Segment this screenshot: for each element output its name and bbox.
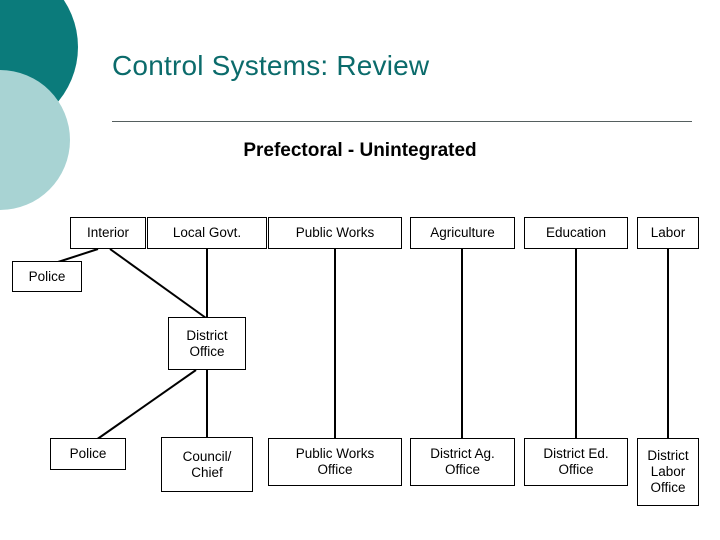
node-local-govt-label: Local Govt.	[172, 225, 242, 241]
node-district-labor-office-line3: Office	[650, 479, 686, 495]
node-local-govt[interactable]: Local Govt.	[147, 217, 267, 249]
node-education-label: Education	[545, 225, 607, 241]
node-district-office[interactable]: District Office	[168, 317, 246, 370]
node-district-office-line2: Office	[189, 343, 225, 359]
node-district-ed-office-line2: Office	[558, 462, 594, 477]
node-district-ed-office-line1: District Ed.	[543, 446, 609, 462]
node-district-labor-office[interactable]: District Labor Office	[637, 438, 699, 506]
node-council-chief-line1: Council/	[182, 448, 232, 464]
node-district-ag-office-line1: District Ag.	[430, 446, 495, 462]
node-agriculture-label: Agriculture	[430, 225, 495, 241]
slide-title: Control Systems: Review	[112, 50, 430, 81]
title-divider	[112, 121, 692, 122]
node-interior-label: Interior	[86, 225, 130, 241]
node-police-top[interactable]: Police	[12, 261, 82, 292]
node-district-ed-office[interactable]: District Ed. Office	[524, 438, 628, 486]
node-police-field[interactable]: Police	[50, 438, 126, 470]
node-council-chief-line2: Chief	[191, 464, 223, 480]
node-police-top-label: Police	[28, 268, 66, 284]
node-council-chief[interactable]: Council/ Chief	[161, 437, 253, 492]
node-district-ag-office-line2: Office	[444, 462, 480, 477]
node-interior[interactable]: Interior	[70, 217, 146, 249]
node-public-works[interactable]: Public Works	[268, 217, 402, 249]
node-district-labor-office-line1: District	[647, 448, 689, 464]
node-district-office-line1: District	[186, 327, 228, 343]
node-agriculture[interactable]: Agriculture	[410, 217, 515, 249]
node-labor[interactable]: Labor	[637, 217, 699, 249]
node-public-works-office-line1: Public Works	[295, 446, 375, 462]
node-district-ag-office[interactable]: District Ag. Office	[410, 438, 515, 486]
node-district-labor-office-line2: Labor	[650, 464, 686, 480]
node-public-works-label: Public Works	[295, 225, 375, 241]
node-public-works-office-line2: Office	[317, 462, 353, 477]
node-police-field-label: Police	[69, 446, 107, 462]
node-labor-label: Labor	[650, 225, 686, 241]
slide-subtitle: Prefectoral - Unintegrated	[243, 140, 477, 161]
node-education[interactable]: Education	[524, 217, 628, 249]
node-public-works-office[interactable]: Public Works Office	[268, 438, 402, 486]
